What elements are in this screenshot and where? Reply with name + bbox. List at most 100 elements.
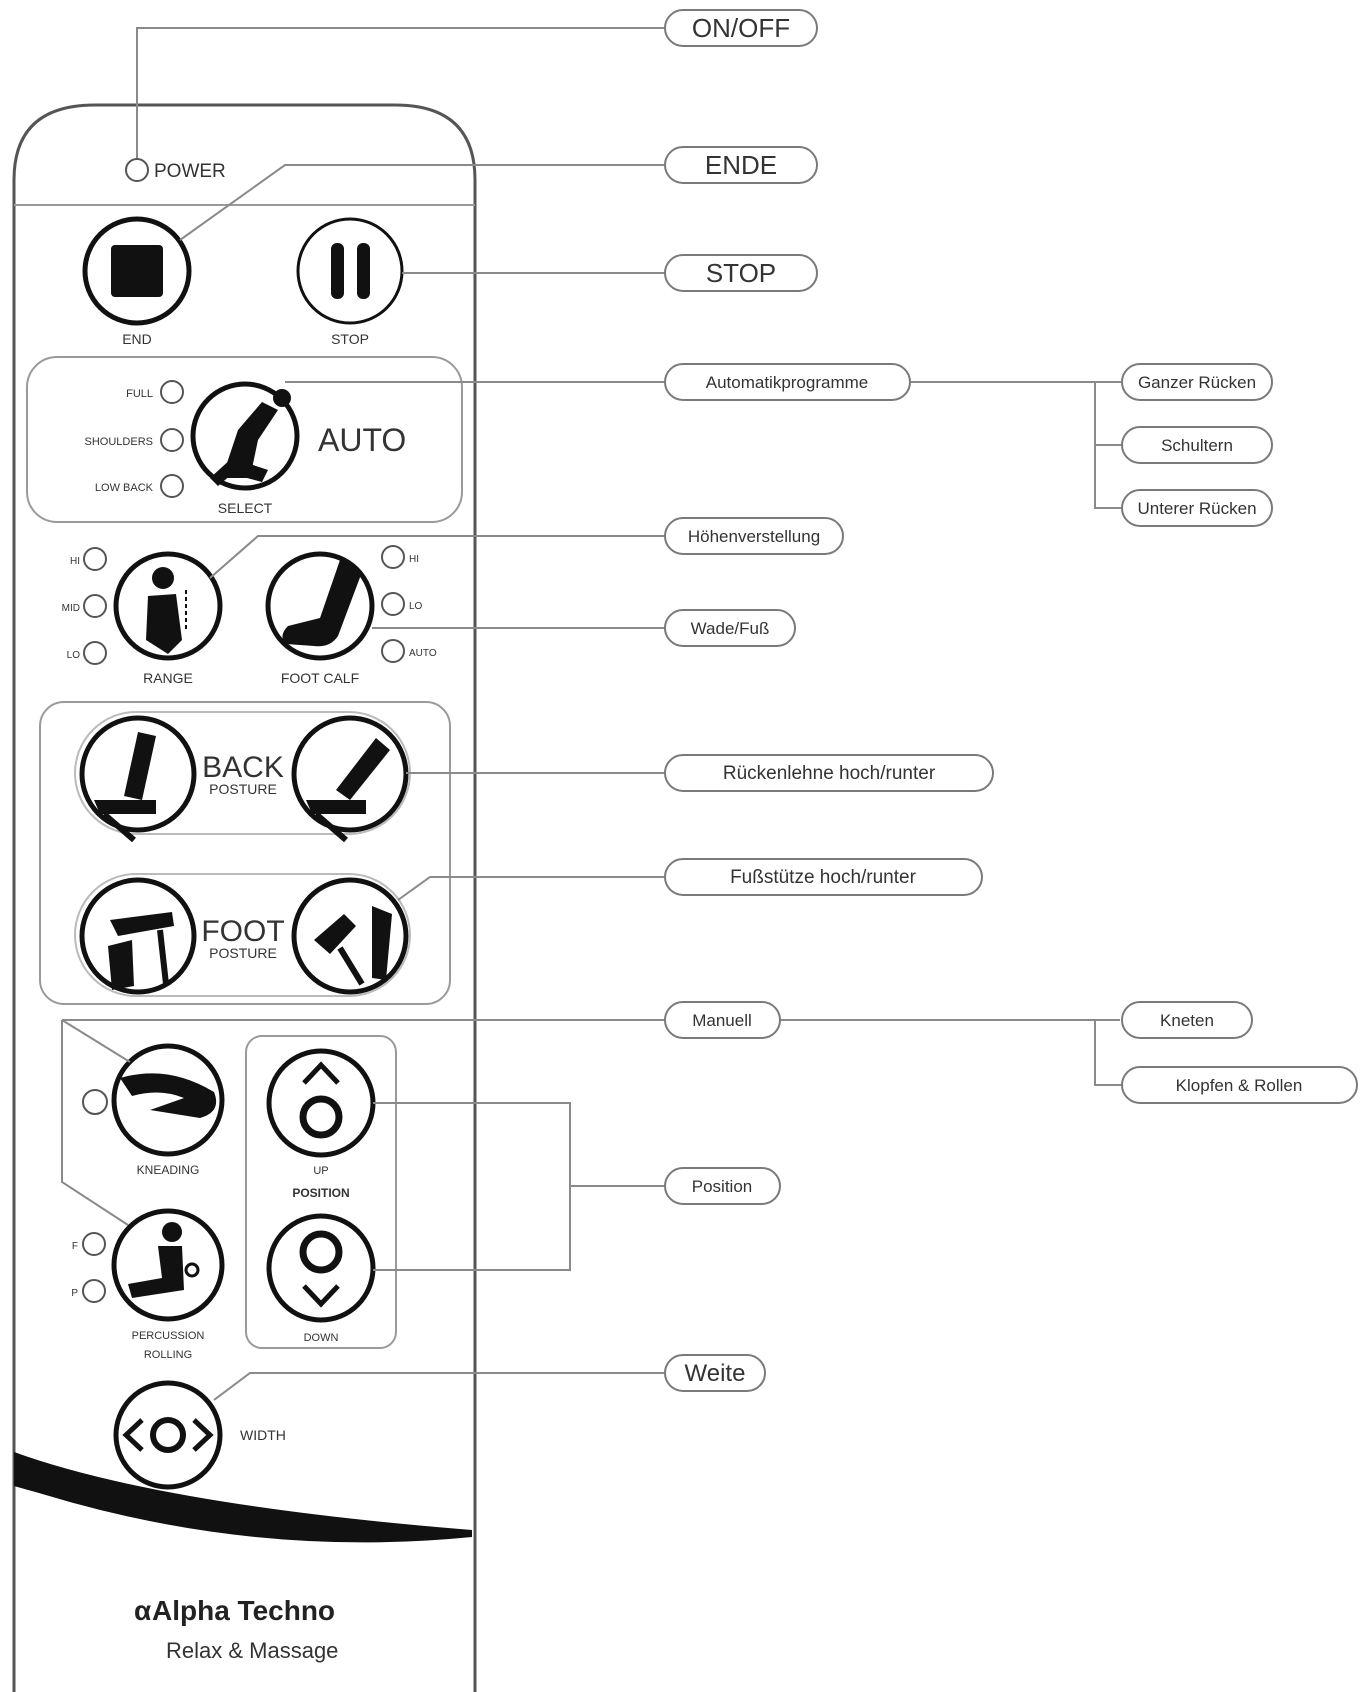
leg-foot-icon — [282, 560, 362, 647]
hand-icon — [120, 1073, 217, 1118]
person-massage-icon — [128, 1222, 200, 1298]
remote-body — [12, 103, 477, 1692]
brand-tagline: Relax & Massage — [166, 1638, 338, 1663]
foot-label: FOOT — [201, 915, 284, 948]
range-button[interactable] — [113, 551, 223, 661]
brand-logo-mark: α — [134, 1595, 151, 1626]
callout-stop-text: STOP — [706, 258, 776, 288]
up-label: UP — [313, 1165, 328, 1177]
auto-option-shoulders[interactable]: SHOULDERS — [85, 428, 184, 452]
width-group: WIDTH — [113, 1380, 286, 1490]
range-option-hi[interactable]: HI — [70, 547, 107, 571]
percussion-label-line1: PERCUSSION — [132, 1330, 205, 1342]
width-label: WIDTH — [240, 1427, 286, 1443]
foot-down-button[interactable] — [79, 877, 197, 995]
connector-lines — [61, 27, 1122, 1401]
kneading-label: KNEADING — [137, 1163, 200, 1177]
brand-block: α Alpha Techno Relax & Massage — [134, 1595, 338, 1663]
chevron-down-icon — [302, 1284, 340, 1308]
select-label: SELECT — [218, 500, 273, 516]
stop-label: STOP — [331, 331, 369, 347]
reclining-person-icon — [210, 389, 291, 486]
stop-square-icon — [111, 245, 163, 297]
callout-wade-fuss-text: Wade/Fuß — [691, 619, 770, 638]
percussion-option-f-label: F — [72, 1241, 78, 1252]
percussion-button[interactable] — [111, 1208, 225, 1322]
back-up-button[interactable] — [79, 715, 197, 843]
callout-kneten: Kneten — [1121, 1001, 1253, 1039]
back-label: BACK — [202, 751, 284, 784]
range-option-lo[interactable]: LO — [67, 641, 107, 665]
foot-calf-option-hi-label: HI — [409, 554, 419, 565]
chair-reclined-icon — [306, 738, 390, 843]
footrest-down-icon — [108, 912, 174, 990]
end-button[interactable]: END — [82, 216, 192, 347]
percussion-option-f[interactable]: F — [72, 1232, 106, 1256]
callout-klopfen-rollen-text: Klopfen & Rollen — [1176, 1076, 1303, 1095]
power-label: POWER — [154, 161, 226, 182]
foot-calf-option-auto[interactable]: AUTO — [381, 639, 437, 663]
roller-icon — [299, 1230, 343, 1274]
down-label: DOWN — [304, 1332, 339, 1344]
callout-weite: Weite — [664, 1354, 766, 1392]
kneading-indicator[interactable] — [82, 1089, 108, 1115]
callout-weite-text: Weite — [685, 1360, 746, 1387]
foot-up-button[interactable] — [291, 877, 409, 995]
seated-person-icon — [146, 567, 187, 654]
kneading-group: KNEADING — [82, 1043, 225, 1177]
roller-icon — [299, 1095, 343, 1139]
callout-fussstuetze: Fußstütze hoch/runter — [664, 858, 983, 896]
kneading-button[interactable] — [111, 1043, 225, 1157]
auto-option-full[interactable]: FULL — [126, 380, 184, 404]
auto-option-full-label: FULL — [126, 388, 153, 400]
auto-label: AUTO — [318, 422, 406, 458]
range-option-hi-label: HI — [70, 556, 80, 567]
callout-stop: STOP — [664, 254, 818, 292]
foot-calf-option-hi[interactable]: HI — [381, 545, 419, 569]
callout-ganzer-ruecken-text: Ganzer Rücken — [1138, 373, 1256, 392]
foot-calf-group: HI LO AUTO FOOT CALF — [265, 545, 437, 686]
range-option-mid-label: MID — [62, 603, 80, 614]
callout-automatikprogramme: Automatikprogramme — [664, 363, 911, 401]
callout-position: Position — [664, 1167, 781, 1205]
range-option-mid[interactable]: MID — [62, 594, 107, 618]
stop-button[interactable]: STOP — [296, 217, 404, 347]
position-up-button[interactable] — [266, 1048, 376, 1158]
foot-calf-label: FOOT CALF — [281, 670, 359, 686]
callout-rueckenlehne: Rückenlehne hoch/runter — [664, 754, 994, 792]
power-indicator[interactable]: POWER — [125, 158, 226, 182]
callout-rueckenlehne-text: Rückenlehne hoch/runter — [723, 763, 936, 784]
auto-select-button[interactable] — [190, 381, 300, 491]
callout-position-text: Position — [692, 1177, 752, 1196]
callout-on-off: ON/OFF — [664, 9, 818, 47]
auto-option-low-back[interactable]: LOW BACK — [95, 474, 184, 498]
callout-manuell: Manuell — [664, 1001, 781, 1039]
percussion-group: F P PERCUSSION ROLLING — [71, 1208, 225, 1361]
auto-panel: FULL SHOULDERS LOW BACK AUTO SELECT — [26, 356, 463, 523]
callout-manuell-text: Manuell — [692, 1011, 752, 1030]
percussion-option-p[interactable]: P — [71, 1279, 106, 1303]
range-group: HI MID LO RANGE — [62, 547, 223, 686]
callout-hoehenverstellung-text: Höhenverstellung — [688, 527, 820, 546]
foot-calf-button[interactable] — [265, 551, 375, 661]
width-button[interactable] — [113, 1380, 223, 1490]
chevron-up-icon — [302, 1061, 340, 1085]
position-down-button[interactable] — [266, 1213, 376, 1323]
position-label: POSITION — [292, 1186, 349, 1200]
pause-icon — [331, 243, 370, 299]
callout-hoehenverstellung: Höhenverstellung — [664, 517, 844, 555]
foot-calf-option-lo[interactable]: LO — [381, 592, 423, 616]
auto-option-shoulders-label: SHOULDERS — [85, 436, 153, 448]
percussion-option-p-label: P — [71, 1288, 78, 1299]
callout-ganzer-ruecken: Ganzer Rücken — [1121, 363, 1273, 401]
callout-schultern-text: Schultern — [1161, 436, 1233, 455]
range-option-lo-label: LO — [67, 650, 81, 661]
percussion-label-line2: ROLLING — [144, 1349, 192, 1361]
foot-calf-option-auto-label: AUTO — [409, 648, 437, 659]
foot-calf-option-lo-label: LO — [409, 601, 423, 612]
position-panel: UP POSITION DOWN — [245, 1035, 397, 1349]
width-icon — [122, 1417, 214, 1453]
callout-unterer-ruecken: Unterer Rücken — [1121, 489, 1273, 527]
callout-fussstuetze-text: Fußstütze hoch/runter — [730, 867, 917, 888]
